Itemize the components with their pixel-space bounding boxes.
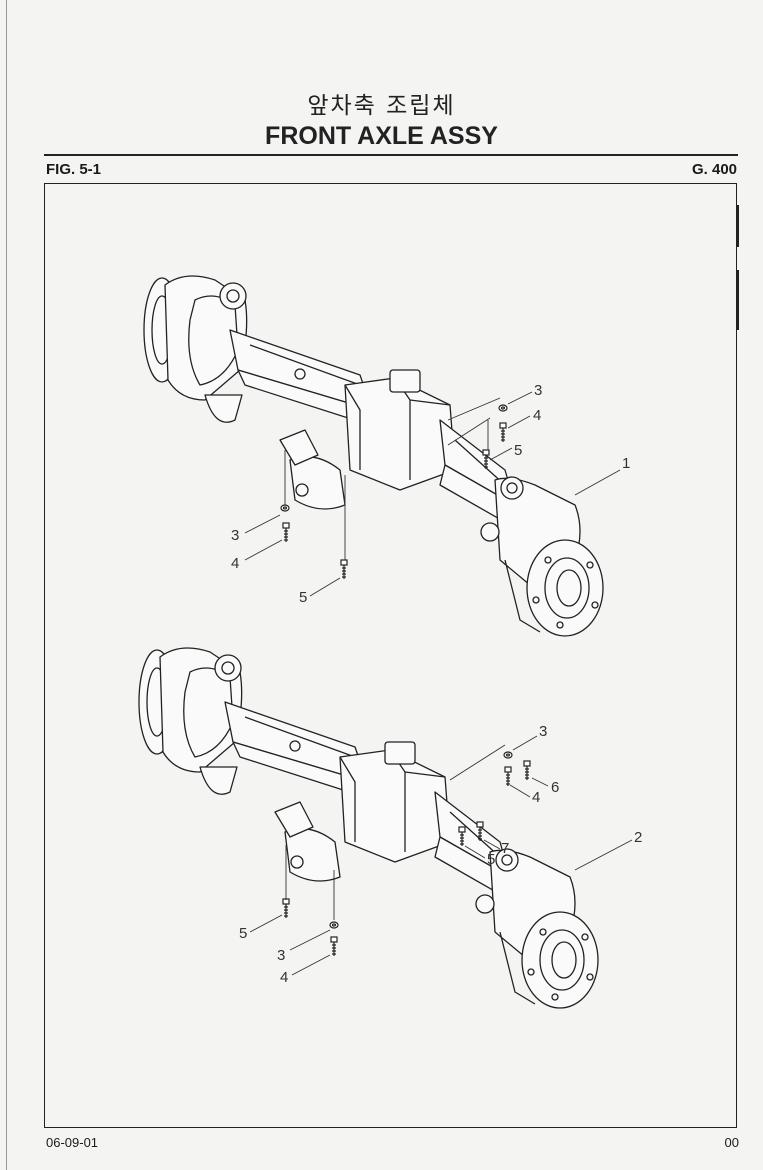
- group-label: G. 400: [691, 161, 737, 178]
- svg-text:6: 6: [551, 779, 559, 796]
- frame-edge-mark: [737, 270, 739, 330]
- svg-text:5: 5: [239, 925, 247, 942]
- front-axle-lower-assembly: 2 3 6 4 7 5 5 3 4: [138, 647, 642, 1009]
- frame-edge-mark: [737, 205, 739, 247]
- svg-text:3: 3: [277, 947, 285, 964]
- svg-text:7: 7: [501, 840, 509, 857]
- svg-text:4: 4: [231, 555, 239, 572]
- header-rule: [44, 154, 738, 156]
- figure-label: FIG. 5-1: [46, 161, 102, 178]
- svg-text:1: 1: [622, 455, 630, 472]
- svg-text:3: 3: [534, 382, 542, 399]
- svg-text:5: 5: [487, 851, 495, 868]
- page-title-korean: 앞차축 조립체: [307, 93, 456, 119]
- figure-frame: [44, 183, 737, 1128]
- page-title: FRONT AXLE ASSY: [265, 122, 498, 150]
- svg-text:3: 3: [231, 527, 239, 544]
- svg-text:4: 4: [533, 407, 541, 424]
- svg-text:5: 5: [299, 589, 307, 606]
- footer-page-number: 00: [724, 1135, 739, 1150]
- svg-text:4: 4: [532, 789, 540, 806]
- svg-text:3: 3: [539, 723, 547, 740]
- footer-date: 06-09-01: [46, 1135, 99, 1150]
- svg-text:2: 2: [634, 829, 642, 846]
- front-axle-upper-assembly: 1 3 4 5 3 4 5: [143, 275, 630, 637]
- svg-text:4: 4: [280, 969, 288, 986]
- svg-text:5: 5: [514, 442, 522, 459]
- page-edge: [6, 0, 7, 1170]
